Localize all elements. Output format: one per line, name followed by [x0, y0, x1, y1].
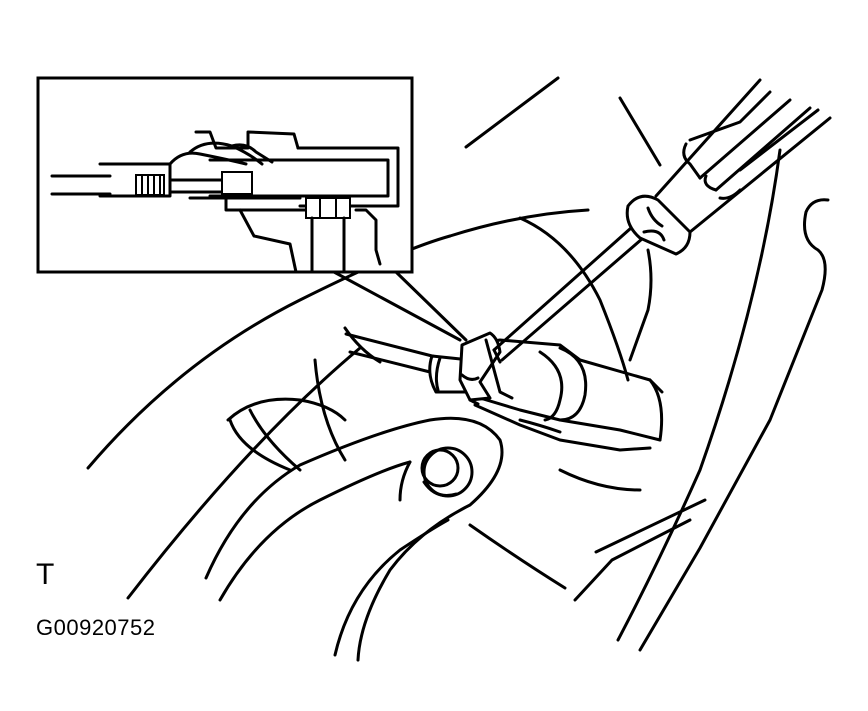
orientation-mark: T: [36, 558, 55, 591]
cable-rod: [344, 332, 664, 452]
detail-inset: [36, 76, 414, 274]
bracket-arm: [204, 416, 504, 662]
housing-outline: [86, 76, 830, 652]
bolt: [420, 446, 474, 498]
callout-leader: [332, 270, 468, 342]
screwdriver: [492, 78, 832, 364]
clip: [458, 331, 514, 406]
figure-code-label: G00920752: [36, 615, 156, 640]
